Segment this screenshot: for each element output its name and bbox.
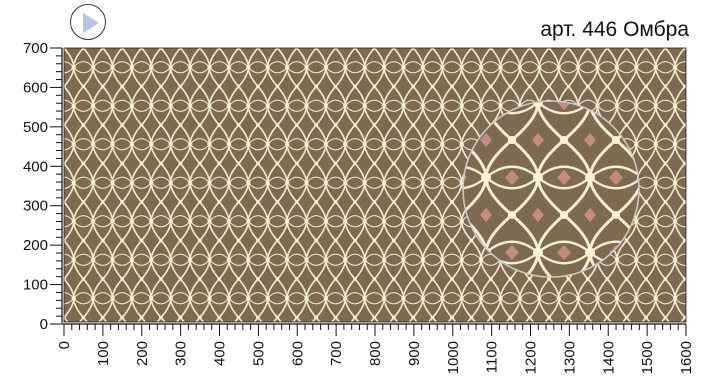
x-tick-label: 600 <box>289 341 306 366</box>
x-tick-label: 1600 <box>678 341 695 374</box>
y-tick-label: 700 <box>23 40 48 57</box>
x-tick-label: 1300 <box>561 341 578 374</box>
x-tick-label: 800 <box>367 341 384 366</box>
y-tick-label: 600 <box>23 79 48 96</box>
play-button[interactable] <box>70 4 106 40</box>
y-tick-label: 0 <box>40 316 48 333</box>
x-tick-label: 200 <box>134 341 151 366</box>
x-tick-label: 500 <box>250 341 267 366</box>
y-tick-label: 400 <box>23 158 48 175</box>
x-tick-label: 1200 <box>523 341 540 374</box>
x-tick-label: 1000 <box>445 341 462 374</box>
zoom-lens-ring <box>462 100 640 278</box>
y-tick-label: 300 <box>23 198 48 215</box>
x-tick-label: 100 <box>95 341 112 366</box>
y-tick-label: 200 <box>23 237 48 254</box>
x-tick-label: 1400 <box>600 341 617 374</box>
x-axis: 0 100 200 300 400 500 600 700 800 900 1000 1100 1200… <box>56 324 695 374</box>
y-axis: 0 100 200 300 400 500 600 700 <box>23 40 62 333</box>
y-tick-label: 100 <box>23 277 48 294</box>
zoom-lens <box>463 101 639 277</box>
page-title: арт. 446 Омбра <box>540 18 689 41</box>
play-icon <box>83 13 99 33</box>
y-tick-label: 500 <box>23 119 48 136</box>
x-tick-label: 1100 <box>484 341 501 373</box>
x-tick-label: 1500 <box>639 341 656 374</box>
x-tick-label: 300 <box>173 341 190 366</box>
x-tick-label: 700 <box>328 341 345 366</box>
x-tick-label: 0 <box>56 341 73 349</box>
x-tick-label: 400 <box>212 341 229 366</box>
x-tick-label: 900 <box>406 341 423 366</box>
